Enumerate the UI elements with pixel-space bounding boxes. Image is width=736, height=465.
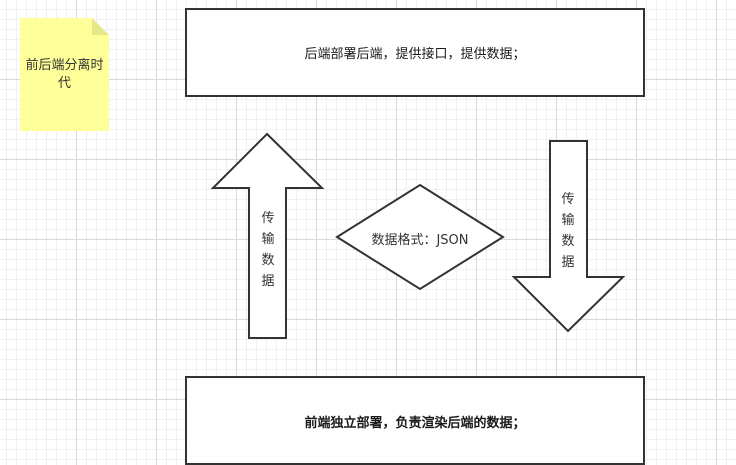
arrow-down-shape[interactable]: [511, 140, 626, 333]
sticky-note[interactable]: [20, 18, 109, 131]
sticky-note-body: [20, 18, 109, 131]
frontend-box[interactable]: 前端独立部署，负责渲染后端的数据；: [185, 376, 645, 465]
frontend-box-text: 前端独立部署，负责渲染后端的数据；: [304, 416, 526, 431]
arrow-up-label: 传输数据: [261, 211, 275, 289]
arrow-up-shape[interactable]: [210, 132, 325, 339]
diamond-shape[interactable]: [335, 183, 505, 291]
backend-box[interactable]: 后端部署后端，提供接口，提供数据；: [185, 8, 645, 97]
sticky-note-text: 前后端分离时代: [25, 58, 104, 91]
sticky-note-fold: [92, 18, 109, 35]
diamond-text: 数据格式：JSON: [371, 233, 469, 248]
arrow-down-label: 传输数据: [561, 192, 575, 270]
backend-box-text: 后端部署后端，提供接口，提供数据；: [304, 47, 526, 62]
diagram-canvas: [20, 18, 626, 339]
